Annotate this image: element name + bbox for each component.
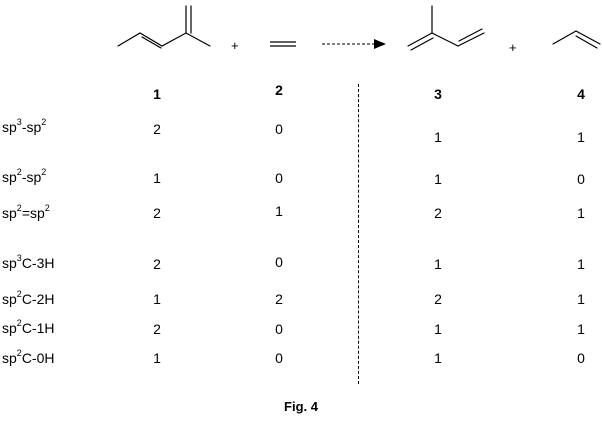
cell-r1-c1: 2: [153, 121, 161, 137]
row-label-sp2c-1h: sp2C-1H: [2, 318, 55, 336]
compound-number-4: 4: [577, 86, 585, 102]
figure-caption: Fig. 4: [284, 399, 318, 414]
molecule-4-structure: [552, 30, 601, 49]
cell-r1-c4: 1: [577, 129, 585, 145]
cell-r4-c4: 1: [577, 256, 585, 272]
cell-r2-c2: 0: [275, 170, 283, 186]
cell-r5-c3: 2: [434, 291, 442, 307]
cell-r3-c2: 1: [275, 203, 283, 219]
cell-r5-c1: 1: [153, 291, 161, 307]
plus-sign-right: +: [509, 40, 517, 55]
molecule-3-structure: [407, 5, 485, 51]
row-label-sp2c-0h: sp2C-0H: [2, 348, 55, 366]
cell-r2-c4: 0: [577, 171, 585, 187]
cell-r3-c4: 1: [577, 205, 585, 221]
molecule-1-structure: [117, 5, 211, 49]
row-label-sp2c-2h: sp2C-2H: [2, 289, 55, 307]
cell-r5-c4: 1: [577, 291, 585, 307]
cell-r6-c3: 1: [434, 321, 442, 337]
plus-sign-left: +: [231, 38, 239, 53]
reaction-scheme: [117, 5, 601, 51]
cell-r7-c4: 0: [577, 350, 585, 366]
row-label-sp2-sp2: sp2-sp2: [2, 167, 47, 185]
cell-r7-c2: 0: [275, 350, 283, 366]
cell-r6-c1: 2: [153, 321, 161, 337]
cell-r6-c4: 1: [577, 321, 585, 337]
cell-r4-c2: 0: [275, 254, 283, 270]
cell-r6-c2: 0: [275, 321, 283, 337]
row-label-sp3-sp2: sp3-sp2: [2, 117, 47, 135]
cell-r1-c2: 0: [275, 121, 283, 137]
cell-r2-c1: 1: [153, 170, 161, 186]
compound-number-2: 2: [275, 82, 283, 98]
row-label-sp3c-3h: sp3C-3H: [2, 253, 55, 271]
reaction-arrow: [322, 39, 386, 49]
molecule-2-structure: [270, 41, 296, 47]
cell-r7-c1: 1: [153, 350, 161, 366]
cell-r1-c3: 1: [434, 129, 442, 145]
cell-r3-c1: 2: [153, 205, 161, 221]
row-label-sp2-double-sp2: sp2=sp2: [2, 203, 50, 221]
reactant-product-divider: [358, 84, 359, 384]
cell-r3-c3: 2: [434, 205, 442, 221]
cell-r2-c3: 1: [434, 171, 442, 187]
cell-r7-c3: 1: [434, 350, 442, 366]
cell-r4-c1: 2: [153, 256, 161, 272]
compound-number-3: 3: [434, 86, 442, 102]
compound-number-1: 1: [153, 86, 161, 102]
cell-r5-c2: 2: [275, 291, 283, 307]
cell-r4-c3: 1: [434, 256, 442, 272]
